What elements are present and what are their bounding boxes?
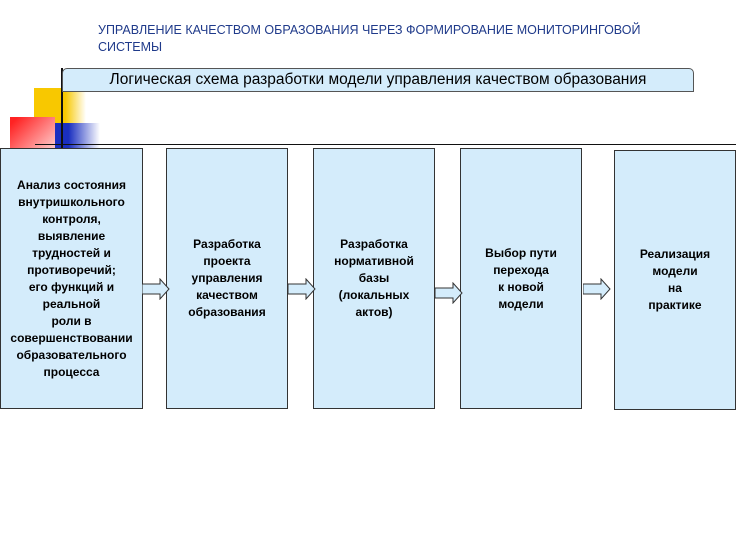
step-project: Разработка проекта управления качеством … <box>166 148 288 409</box>
arrow-right-icon <box>288 278 316 300</box>
arrow-right-icon <box>583 278 611 300</box>
step-implementation: Реализация модели на практике <box>614 150 736 410</box>
step-normative-base: Разработка нормативной базы (локальных а… <box>313 148 435 409</box>
slide-title: УПРАВЛЕНИЕ КАЧЕСТВОМ ОБРАЗОВАНИЯ ЧЕРЕЗ Ф… <box>98 23 641 54</box>
arrow-right-icon <box>142 278 170 300</box>
step-choose-path: Выбор пути перехода к новой модели <box>460 148 582 409</box>
decor-red-square <box>10 117 55 149</box>
arrow-right-icon <box>435 282 463 304</box>
step-analysis: Анализ состояния внутришкольного контрол… <box>0 148 143 409</box>
diagram-header: Логическая схема разработки модели управ… <box>62 68 694 92</box>
decor-horizontal-line <box>35 144 736 145</box>
decor-vertical-line <box>61 68 63 148</box>
